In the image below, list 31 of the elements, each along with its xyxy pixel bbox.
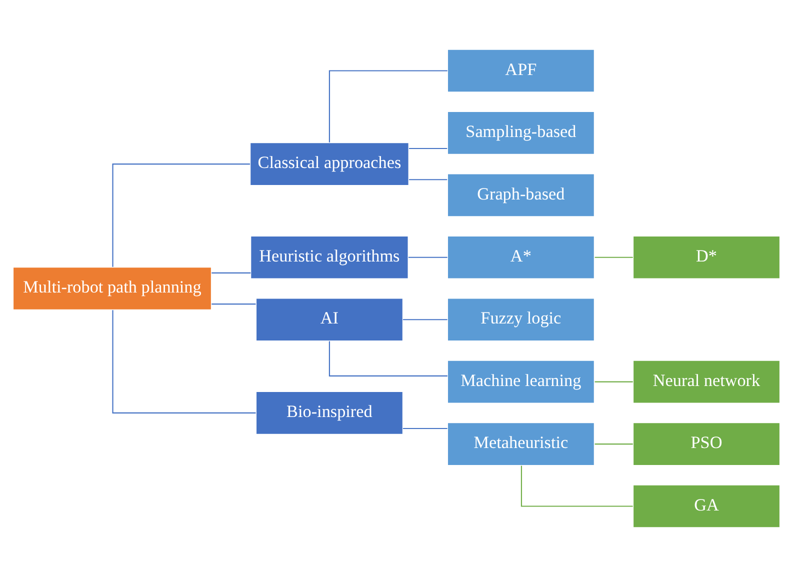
connector	[594, 381, 633, 382]
node-box: AI	[255, 298, 404, 342]
node-box: Neural network	[632, 360, 781, 404]
connector	[328, 341, 448, 376]
connector	[402, 428, 448, 430]
node-box: PSO	[632, 422, 781, 466]
node-box: Metaheuristic	[446, 422, 595, 466]
node-box: Sampling-based	[446, 110, 595, 155]
node-box: Multi-robot path planning	[12, 266, 212, 310]
connector	[112, 164, 250, 267]
node-box: A*	[446, 235, 595, 280]
node-box: Machine learning	[446, 360, 595, 404]
node-box: Bio-inspired	[255, 390, 404, 435]
connector	[402, 319, 448, 320]
connector	[520, 466, 633, 507]
connector	[112, 310, 256, 414]
connector	[408, 256, 448, 258]
connector	[212, 304, 256, 305]
connector	[409, 148, 448, 150]
connector	[594, 444, 633, 445]
node-box: Heuristic algorithms	[250, 235, 409, 280]
connector	[328, 70, 448, 142]
node-box: Graph-based	[446, 173, 595, 218]
node-box: APF	[446, 48, 595, 93]
node-box: D*	[632, 235, 781, 280]
node-box: Classical approaches	[250, 142, 410, 186]
connector	[409, 179, 448, 180]
node-box: GA	[632, 484, 781, 528]
connector	[212, 272, 251, 274]
node-box: Fuzzy logic	[446, 298, 595, 342]
connector	[594, 256, 633, 258]
